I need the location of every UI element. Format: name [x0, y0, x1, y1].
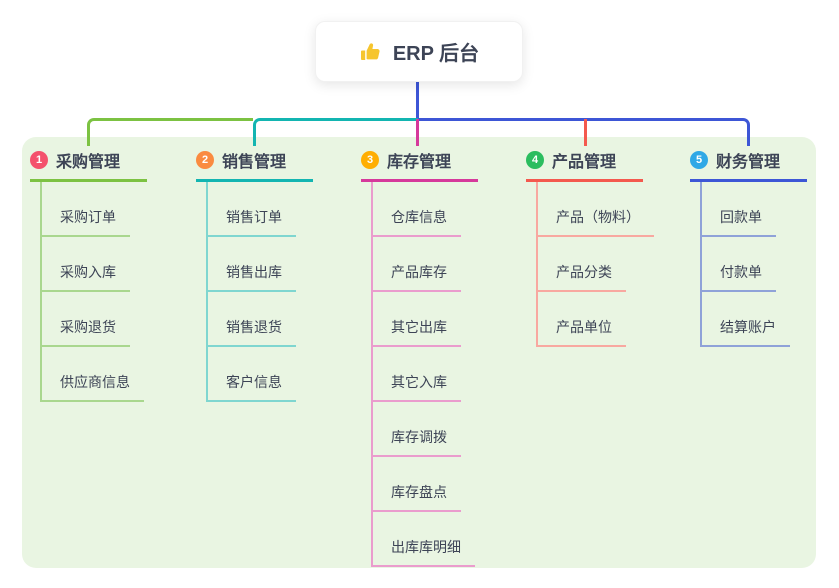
branch-inventory-header[interactable]: 3 库存管理 — [361, 148, 478, 182]
branch-number-badge: 2 — [196, 151, 214, 169]
branch-title: 产品管理 — [552, 154, 617, 171]
child-node[interactable]: 采购入库 — [42, 237, 130, 292]
child-node[interactable]: 采购退货 — [42, 292, 130, 347]
connector-bus-sales — [253, 118, 418, 146]
child-node[interactable]: 销售出库 — [208, 237, 296, 292]
branch-inventory: 3 库存管理 仓库信息 产品库存 其它出库 其它入库 库存调拨 库存盘点 出库库… — [361, 148, 521, 567]
child-node[interactable]: 其它入库 — [373, 347, 461, 402]
child-node[interactable]: 产品库存 — [373, 237, 461, 292]
child-node[interactable]: 结算账户 — [702, 292, 790, 347]
branch-purchase-header[interactable]: 1 采购管理 — [30, 148, 147, 182]
child-node[interactable]: 出库库明细 — [373, 512, 475, 567]
branch-product-header[interactable]: 4 产品管理 — [526, 148, 643, 182]
connector-stub-product — [584, 119, 587, 146]
branches-panel — [22, 137, 816, 568]
child-node[interactable]: 付款单 — [702, 237, 776, 292]
branch-number-badge: 3 — [361, 151, 379, 169]
branch-purchase: 1 采购管理 采购订单 采购入库 采购退货 供应商信息 — [30, 148, 190, 402]
branch-inventory-children: 仓库信息 产品库存 其它出库 其它入库 库存调拨 库存盘点 出库库明细 — [371, 182, 521, 567]
branch-finance: 5 财务管理 回款单 付款单 结算账户 — [690, 148, 839, 347]
branch-title: 库存管理 — [387, 154, 452, 171]
child-node[interactable]: 销售退货 — [208, 292, 296, 347]
child-node[interactable]: 库存调拨 — [373, 402, 461, 457]
branch-finance-children: 回款单 付款单 结算账户 — [700, 182, 839, 347]
child-node[interactable]: 库存盘点 — [373, 457, 461, 512]
child-node[interactable]: 产品分类 — [538, 237, 626, 292]
child-node[interactable]: 产品单位 — [538, 292, 626, 347]
child-node[interactable]: 回款单 — [702, 182, 776, 237]
child-node[interactable]: 供应商信息 — [42, 347, 144, 402]
branch-number-badge: 5 — [690, 151, 708, 169]
child-node[interactable]: 销售订单 — [208, 182, 296, 237]
connector-root-drop — [416, 81, 419, 119]
branch-title: 财务管理 — [716, 154, 781, 171]
branch-product-children: 产品（物料） 产品分类 产品单位 — [536, 182, 686, 347]
child-node[interactable]: 其它出库 — [373, 292, 461, 347]
branch-title: 销售管理 — [222, 154, 287, 171]
branch-title: 采购管理 — [56, 154, 121, 171]
branch-sales-children: 销售订单 销售出库 销售退货 客户信息 — [206, 182, 356, 402]
branch-purchase-children: 采购订单 采购入库 采购退货 供应商信息 — [40, 182, 190, 402]
root-node[interactable]: ERP 后台 — [315, 21, 523, 82]
thumbs-up-icon — [359, 40, 383, 64]
child-node[interactable]: 产品（物料） — [538, 182, 654, 237]
connector-bus-purchase — [87, 118, 253, 146]
branch-sales: 2 销售管理 销售订单 销售出库 销售退货 客户信息 — [196, 148, 356, 402]
branch-sales-header[interactable]: 2 销售管理 — [196, 148, 313, 182]
child-node[interactable]: 仓库信息 — [373, 182, 461, 237]
child-node[interactable]: 采购订单 — [42, 182, 130, 237]
branch-number-badge: 4 — [526, 151, 544, 169]
child-node[interactable]: 客户信息 — [208, 347, 296, 402]
root-title: ERP 后台 — [392, 43, 480, 65]
branch-finance-header[interactable]: 5 财务管理 — [690, 148, 807, 182]
branch-product: 4 产品管理 产品（物料） 产品分类 产品单位 — [526, 148, 686, 347]
branch-number-badge: 1 — [30, 151, 48, 169]
connector-stub-inventory — [416, 119, 419, 146]
